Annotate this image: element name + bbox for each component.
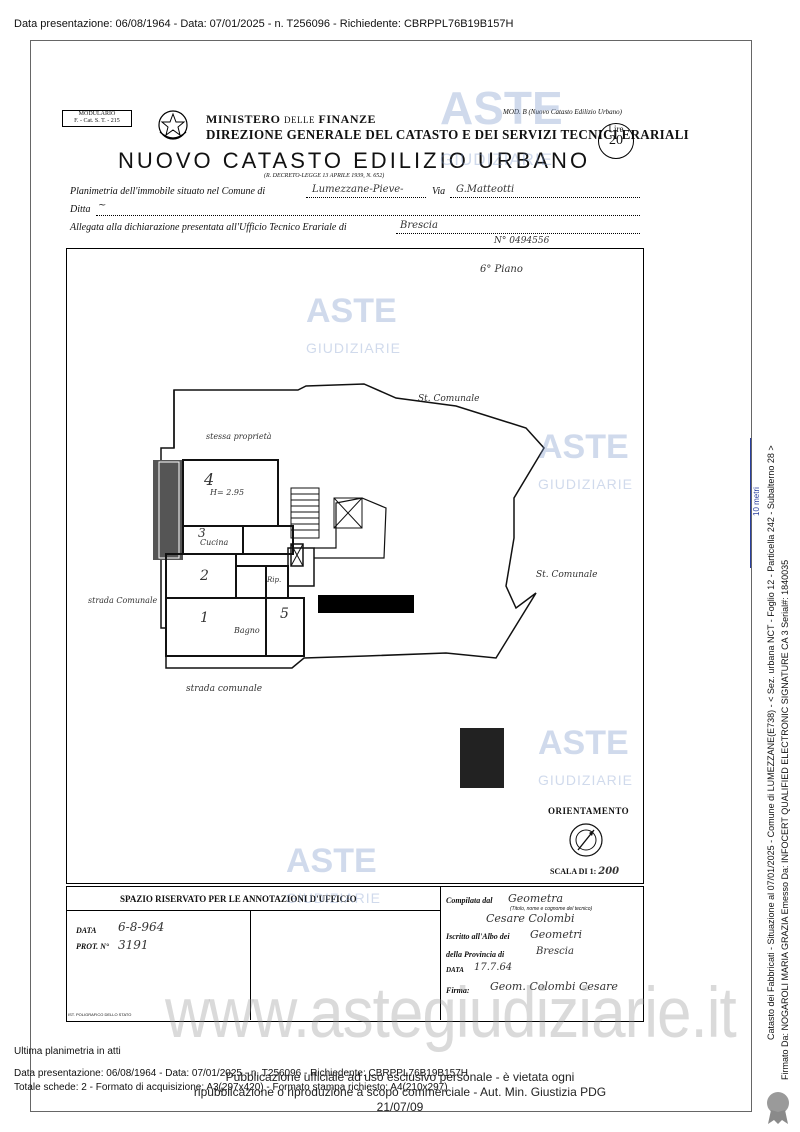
annotations-divider — [66, 910, 440, 911]
rip-label: Rip. — [267, 576, 282, 584]
publication-notice: Pubblicazione ufficiale ad uso esclusivo… — [170, 1070, 630, 1115]
printer-credit: IST. POLIGRAFICO DELLO STATO — [68, 1012, 132, 1017]
footer-line2: Totale schede: 2 - Formato di acquisizio… — [14, 1082, 448, 1093]
north-arrow-icon — [569, 823, 603, 857]
mod-b-label: MOD. B (Nuovo Catasto Edilizio Urbano) — [503, 108, 622, 116]
side-catasto-text: Catasto dei Fabbricati - Situazione al 0… — [766, 445, 776, 1040]
planimetria-label: Planimetria dell'immobile situato nel Co… — [70, 186, 266, 197]
watermark-site: www.astegiudiziarie.it — [165, 973, 737, 1054]
scale-label: SCALA DI 1: 200 — [550, 866, 620, 877]
firma-label: Firma: — [446, 986, 470, 995]
scale-value: 200 — [598, 866, 620, 877]
street-label-right: St. Comunale — [536, 570, 598, 580]
floor-plan-drawing — [153, 383, 545, 669]
comune-line — [306, 197, 426, 198]
allegata-label: Allegata alla dichiarazione presentata a… — [70, 222, 347, 233]
tecnico-name: Cesare Colombi — [486, 912, 575, 925]
ministero-heading: MINISTERO DELLE FINANZE — [206, 112, 377, 126]
floor-label: 6° Piano — [480, 264, 523, 275]
direzione-heading: DIREZIONE GENERALE DEL CATASTO E DEI SER… — [206, 128, 690, 143]
room-4-label: 4 — [204, 470, 215, 489]
albo-value: Geometri — [530, 928, 583, 941]
annotations-vdivider2 — [250, 910, 251, 1020]
redaction-bar — [318, 595, 414, 613]
via-label: Via — [432, 186, 446, 197]
prot-label: PROT. N° — [76, 942, 110, 951]
compilata-value: Geometra — [508, 892, 564, 905]
firma-value: Geom. Colombi Cesare — [490, 980, 618, 993]
registration-number: N° 0494556 — [494, 236, 550, 246]
titolo-note: (Titolo, nome e cognome del tecnico) — [510, 906, 593, 912]
republic-emblem-icon — [158, 110, 188, 140]
ditta-line — [96, 215, 640, 216]
ufficio-line — [396, 233, 640, 234]
room-3-label: 3 — [198, 526, 206, 540]
official-stamp — [460, 728, 504, 788]
comune-value: Lumezzane-Pieve- — [312, 184, 404, 195]
top-info: Data presentazione: 06/08/1964 - Data: 0… — [14, 18, 514, 30]
compilata-label: Compilata dal — [446, 896, 493, 905]
ditta-value: ~ — [98, 200, 107, 211]
ufficio-value: Brescia — [400, 220, 438, 231]
street-label-top: St. Comunale — [418, 394, 480, 404]
footer-line1: Data presentazione: 06/08/1964 - Data: 0… — [14, 1068, 469, 1079]
via-line — [450, 197, 640, 198]
annotations-heading: SPAZIO RISERVATO PER LE ANNOTAZIONI D'UF… — [120, 894, 357, 904]
annotations-box — [66, 886, 644, 1022]
ultima-planimetria: Ultima planimetria in atti — [14, 1046, 121, 1057]
decreto-note: (R. DECRETO-LEGGE 13 APRILE 1939, N. 652… — [264, 173, 385, 179]
orientation-label: ORIENTAMENTO — [548, 806, 630, 816]
publication-line1: Pubblicazione ufficiale ad uso esclusivo… — [225, 1070, 575, 1084]
kitchen-label: Cucina — [200, 538, 229, 547]
height-label: H= 2.95 — [210, 488, 245, 497]
data-label: DATA — [76, 926, 97, 935]
stessa-proprieta-label: stessa proprietà — [206, 432, 272, 441]
revenue-stamp-lire: Lire 20 — [598, 123, 634, 159]
data-value: 6-8-964 — [118, 920, 165, 934]
provincia-value: Brescia — [536, 946, 574, 957]
scale-bar — [750, 438, 751, 568]
data2-label: DATA — [446, 966, 464, 974]
room-5-label: 5 — [280, 606, 289, 622]
room-2-label: 2 — [200, 568, 209, 584]
street-label-bottom: strada comunale — [186, 684, 263, 694]
seal-icon — [767, 1092, 789, 1124]
prot-value: 3191 — [118, 938, 149, 952]
side-signature-text: Firmato Da: NOGAROLI MARIA GRAZIA Emesso… — [780, 559, 790, 1080]
ditta-label: Ditta — [70, 204, 91, 215]
floor-plan-area — [66, 248, 644, 884]
provincia-label: della Provincia di — [446, 950, 505, 959]
bagno-label: Bagno — [234, 626, 260, 635]
annotations-vdivider — [440, 886, 441, 1020]
scale-bar-label: 10 metri — [752, 487, 761, 516]
room-1-label: 1 — [200, 610, 209, 626]
modulario-box: MODULARIO F. - Cat. S. T. - 215 — [62, 110, 132, 127]
via-value: G.Matteotti — [456, 184, 515, 195]
street-label-left: strada Comunale — [88, 596, 158, 605]
document-frame — [30, 40, 752, 1112]
modulario-line2: F. - Cat. S. T. - 215 — [74, 118, 120, 124]
data2-value: 17.7.64 — [474, 962, 513, 973]
iscritto-label: Iscritto all'Albo dei — [446, 932, 510, 941]
page-title: NUOVO CATASTO EDILIZIO URBANO — [118, 148, 591, 173]
publication-line2: ripubblicazione o riproduzione a scopo c… — [193, 1085, 607, 1114]
modulario-line1: MODULARIO — [78, 111, 116, 117]
